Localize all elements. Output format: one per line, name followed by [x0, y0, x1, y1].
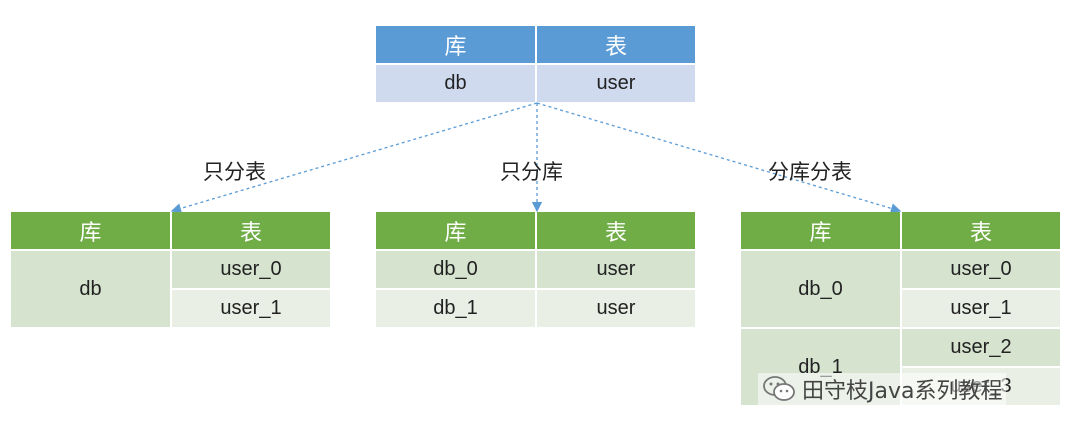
- right-table-header-db: 库: [741, 212, 900, 249]
- left-table-header-db: 库: [11, 212, 170, 249]
- watermark: 田守枝Java系列教程: [758, 373, 1007, 405]
- top-table-db-cell: db: [376, 65, 535, 102]
- right-table-table-cell: user_2: [902, 329, 1060, 366]
- middle-table-db-cell: db_0: [376, 251, 535, 288]
- wechat-icon: [763, 376, 795, 401]
- right-table-table-cell: user_1: [902, 290, 1060, 327]
- top-table-table-cell: user: [537, 65, 695, 102]
- middle-table-header-db: 库: [376, 212, 535, 249]
- edge-label-shard-table: 只分表: [203, 160, 266, 184]
- left-table-db-cell: db: [11, 251, 170, 327]
- middle-table-table-cell: user: [537, 251, 695, 288]
- right-table-db-cell: db_0: [741, 251, 900, 327]
- left-table-table-cell: user_1: [172, 290, 330, 327]
- top-table-header-db: 库: [376, 26, 535, 63]
- middle-table-table-cell: user: [537, 290, 695, 327]
- edge-label-shard-db-table: 分库分表: [768, 160, 852, 184]
- top-table-header-table: 表: [537, 26, 695, 63]
- watermark-text: 田守枝Java系列教程: [802, 379, 1003, 404]
- left-table-header-table: 表: [172, 212, 330, 249]
- middle-table-header-table: 表: [537, 212, 695, 249]
- right-table-header-table: 表: [902, 212, 1060, 249]
- right-table-table-cell: user_0: [902, 251, 1060, 288]
- middle-table-db-cell: db_1: [376, 290, 535, 327]
- left-table-table-cell: user_0: [172, 251, 330, 288]
- edge-label-shard-db: 只分库: [500, 160, 563, 184]
